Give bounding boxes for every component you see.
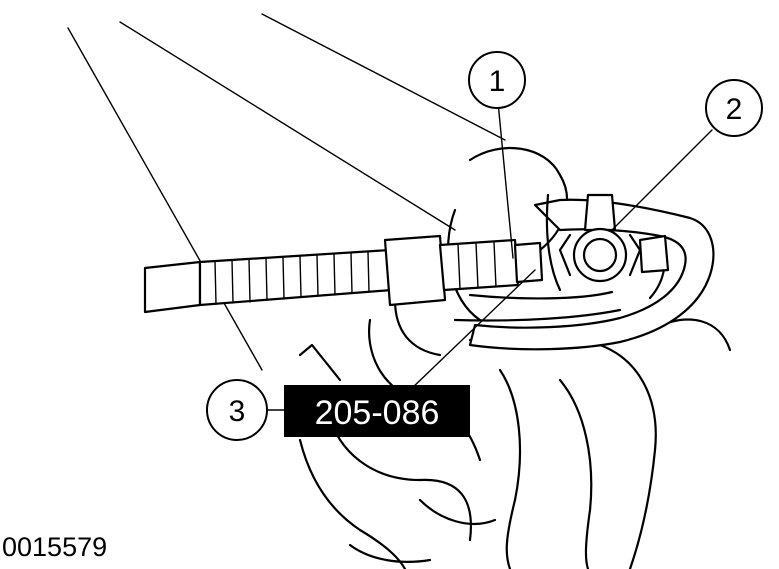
puller-c-frame — [453, 193, 715, 351]
callout-3-label: 3 — [229, 395, 246, 428]
leader-lines-background — [67, 13, 506, 371]
callout-1-label: 1 — [489, 65, 506, 98]
figure-id: 0015579 — [2, 532, 107, 562]
tool-number-label: 205-086 — [284, 385, 470, 437]
tool-number-text: 205-086 — [315, 394, 440, 432]
screw-threads — [214, 251, 370, 305]
forcing-screw — [143, 234, 544, 314]
callout-leaders — [267, 101, 713, 411]
callout-2: 2 — [705, 79, 763, 137]
callout-2-label: 2 — [726, 93, 743, 126]
callout-1: 1 — [468, 51, 526, 109]
ball-joint-stud — [558, 193, 670, 283]
callout-3: 3 — [206, 379, 268, 441]
